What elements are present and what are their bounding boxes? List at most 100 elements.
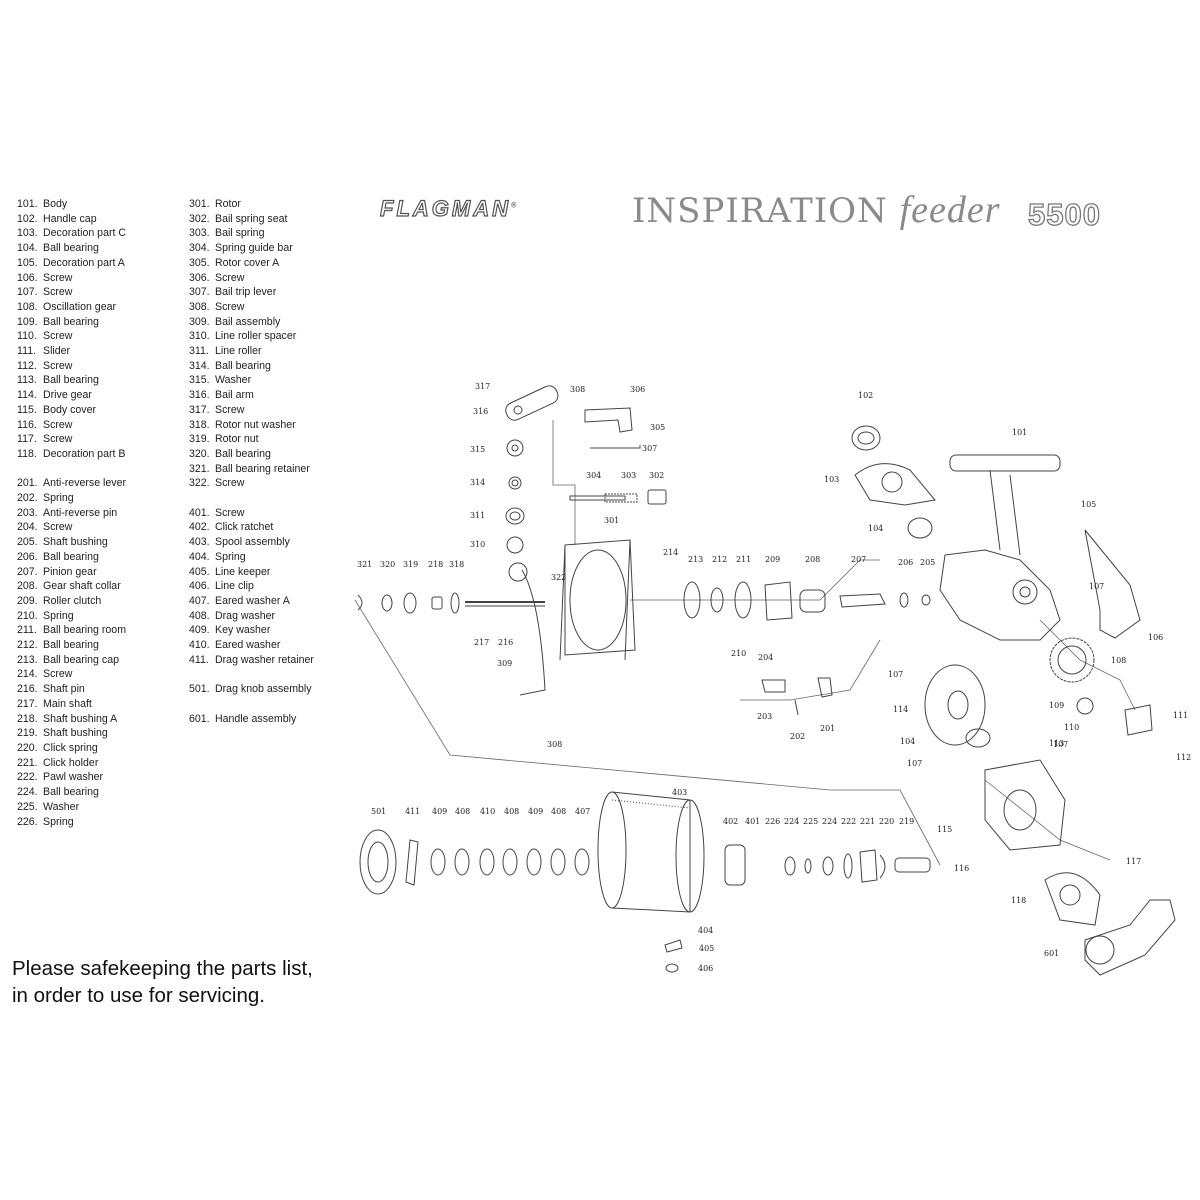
callout-label: 116 <box>954 864 969 873</box>
part-number: 225. <box>17 800 38 813</box>
washer-hole <box>511 444 519 452</box>
body-stem <box>989 469 1021 556</box>
line-roller <box>505 507 525 525</box>
callout-label: 107 <box>907 759 922 768</box>
ball-bearing-inner <box>511 479 519 487</box>
part-name: Drag knob assembly <box>215 683 312 696</box>
part-number: 214. <box>17 668 38 681</box>
part-number: 221. <box>17 756 38 769</box>
part-row: 320.Ball bearing <box>189 447 314 462</box>
part-name: Slider <box>43 345 71 358</box>
callout-label: 408 <box>504 807 519 816</box>
bail-spring <box>604 493 638 503</box>
part-row: 106.Screw <box>17 271 126 286</box>
part-number: 405. <box>189 565 210 578</box>
part-number: 206. <box>17 550 38 563</box>
part-name: Shaft bushing <box>43 727 108 740</box>
part-row: 314.Ball bearing <box>189 359 314 374</box>
part-number: 105. <box>17 256 38 269</box>
part-name: Handle cap <box>43 212 97 225</box>
part-number: 408. <box>189 609 210 622</box>
part-name: Bail spring <box>215 227 265 240</box>
ball-bearing-212 <box>710 587 724 613</box>
part-name: Washer <box>215 374 252 387</box>
callout-label: 107 <box>1053 740 1068 749</box>
callout-label: 217 <box>474 638 489 647</box>
part-number: 102. <box>17 212 38 225</box>
part-name: Click holder <box>43 756 99 769</box>
part-name: Pinion gear <box>43 565 97 578</box>
callout-label: 305 <box>650 423 665 432</box>
part-name: Key washer <box>215 624 271 637</box>
rotor-cup <box>569 549 627 651</box>
part-row: 601.Handle assembly <box>189 712 314 727</box>
part-name: Screw <box>43 359 73 372</box>
part-row: 210.Spring <box>17 609 126 624</box>
part-name: Main shaft <box>43 697 92 710</box>
part-row: 107.Screw <box>17 285 126 300</box>
part-number: 112. <box>17 359 37 372</box>
ball-bearing-109 <box>1076 697 1094 715</box>
part-name: Decoration part C <box>43 227 127 240</box>
guide-line <box>630 559 880 601</box>
callout-label: 321 <box>357 560 372 569</box>
part-number: 104. <box>17 242 38 255</box>
part-name: Drag washer <box>215 609 276 622</box>
part-name: Bail assembly <box>215 315 281 328</box>
part-name: Screw <box>215 506 245 519</box>
part-name: Decoration part B <box>43 447 126 460</box>
part-number: 220. <box>17 742 38 754</box>
callout-label: 401 <box>745 817 760 826</box>
oscillation-gear-inner <box>1057 645 1087 675</box>
callout-label: 221 <box>860 817 875 826</box>
part-row: 113. Ball bearing <box>17 373 126 388</box>
part-name: Click spring <box>43 742 98 754</box>
part-row: 209.Roller clutch <box>17 594 126 609</box>
product-name: INSPIRATION <box>632 191 888 231</box>
part-row: 402.Click ratchet <box>189 520 314 535</box>
product-subtitle: feeder <box>899 189 1001 231</box>
callout-label: 319 <box>403 560 418 569</box>
drag-knob-assembly <box>359 829 397 895</box>
part-name: Spring <box>215 550 246 563</box>
ball-bearing-retainer <box>357 594 363 611</box>
part-name: Screw <box>215 271 245 284</box>
callout-label: 411 <box>405 807 420 816</box>
part-name: Ball bearing <box>43 374 99 387</box>
part-row: 410.Eared washer <box>189 638 314 653</box>
part-row: 311.Line roller <box>189 344 314 359</box>
callout-label: 403 <box>672 788 687 797</box>
callout-label: 106 <box>1148 633 1163 642</box>
part-row: 224.Ball bearing <box>17 785 126 800</box>
spring-guide-bar <box>569 495 626 501</box>
part-number: 113. <box>17 374 37 387</box>
drive-gear <box>924 664 986 746</box>
pawl-washer <box>843 853 853 879</box>
callout-label: 211 <box>736 555 751 564</box>
part-number: 108. <box>17 300 38 313</box>
callout-label: 202 <box>790 732 805 741</box>
part-number: 407. <box>189 594 210 607</box>
model-number: 5500 <box>1027 196 1101 232</box>
part-number: 301. <box>189 198 210 210</box>
callout-label: 303 <box>621 471 636 480</box>
part-number: 403. <box>189 536 210 549</box>
callout-label: 407 <box>575 807 590 816</box>
part-name: Ball bearing cap <box>43 653 119 666</box>
part-row: 213.Ball bearing cap <box>17 653 126 668</box>
part-row: 405.Line keeper <box>189 565 314 580</box>
part-row: 310.Line roller spacer <box>189 329 314 344</box>
part-name: Spring <box>43 492 74 505</box>
part-name: Washer <box>43 800 80 813</box>
part-name: Roller clutch <box>43 594 102 607</box>
click-holder <box>859 849 878 883</box>
callout-label: 408 <box>551 807 566 816</box>
part-name: Screw <box>215 300 245 313</box>
part-name: Bail arm <box>215 389 254 402</box>
callout-label: 308 <box>547 740 562 749</box>
callout-label: 308 <box>570 385 585 394</box>
part-number: 401. <box>189 506 210 519</box>
part-number: 217. <box>17 697 38 710</box>
